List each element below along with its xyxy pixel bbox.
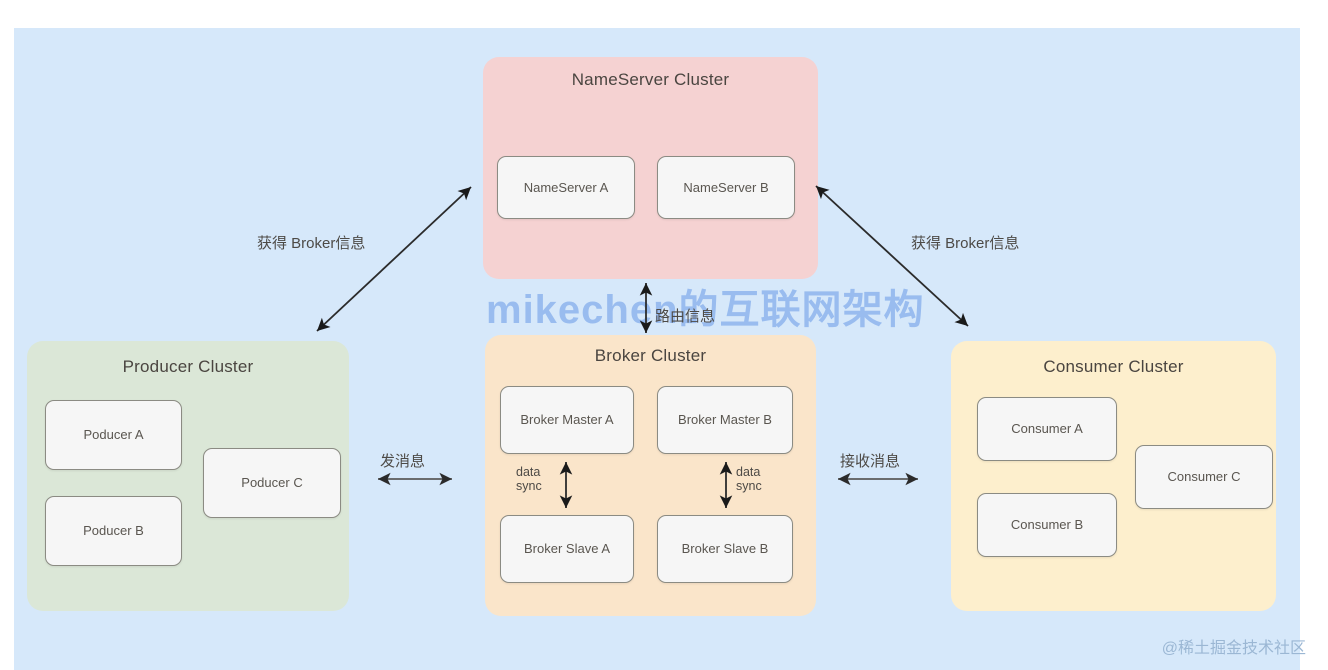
cluster-title-producer: Producer Cluster [122, 357, 254, 376]
data-sync-label-a-line2: sync [516, 479, 542, 494]
connection-label-consumer-nameserver: 获得 Broker信息 [911, 235, 1020, 252]
cluster-nameserver: NameServer Cluster NameServer A NameServ… [483, 57, 818, 279]
data-sync-label-a: data sync [516, 465, 542, 494]
cluster-broker: Broker Cluster Broker Master A Broker Ma… [485, 335, 816, 616]
node-producer-b[interactable]: Poducer B [45, 496, 182, 566]
node-broker-master-a[interactable]: Broker Master A [500, 386, 634, 454]
data-sync-label-a-line1: data [516, 465, 541, 479]
node-nameserver-a[interactable]: NameServer A [497, 156, 635, 219]
connection-label-broker-consumer: 接收消息 [840, 453, 901, 470]
cluster-title-nameserver: NameServer Cluster [571, 70, 730, 89]
node-broker-slave-a[interactable]: Broker Slave A [500, 515, 634, 583]
connection-label-producer-broker: 发消息 [380, 453, 426, 470]
node-consumer-a[interactable]: Consumer A [977, 397, 1117, 461]
node-broker-slave-b[interactable]: Broker Slave B [657, 515, 793, 583]
node-producer-c[interactable]: Poducer C [203, 448, 341, 518]
node-consumer-c[interactable]: Consumer C [1135, 445, 1273, 509]
data-sync-label-b: data sync [736, 465, 762, 494]
connection-label-broker-nameserver: 路由信息 [655, 308, 716, 325]
cluster-consumer: Consumer Cluster Consumer A Consumer B C… [951, 341, 1276, 611]
node-producer-a[interactable]: Poducer A [45, 400, 182, 470]
data-sync-label-b-line2: sync [736, 479, 762, 494]
data-sync-label-b-line1: data [736, 465, 761, 479]
cluster-title-consumer: Consumer Cluster [1043, 357, 1184, 376]
credit-watermark: @稀土掘金技术社区 [1161, 640, 1306, 657]
node-nameserver-b[interactable]: NameServer B [657, 156, 795, 219]
connection-label-producer-nameserver: 获得 Broker信息 [257, 235, 366, 252]
cluster-producer: Producer Cluster Poducer A Poducer B Pod… [27, 341, 349, 611]
node-consumer-b[interactable]: Consumer B [977, 493, 1117, 557]
node-broker-master-b[interactable]: Broker Master B [657, 386, 793, 454]
cluster-title-broker: Broker Cluster [594, 346, 707, 365]
